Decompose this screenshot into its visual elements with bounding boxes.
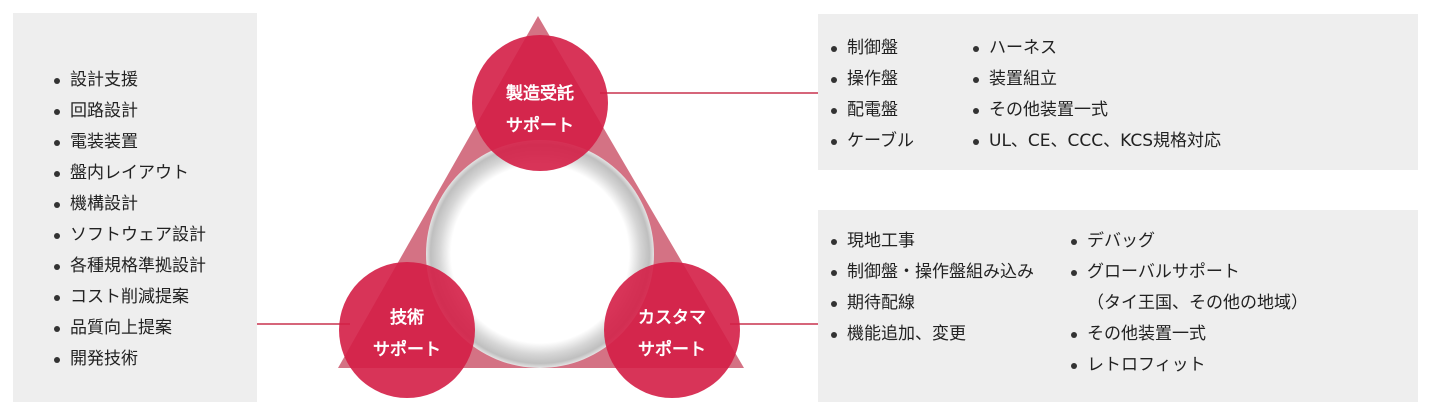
list-item: 品質向上提案 <box>53 313 206 344</box>
list-item: 制御盤 <box>830 33 914 64</box>
list-item: 各種規格準拠設計 <box>53 251 206 282</box>
list-item: 操作盤 <box>830 64 914 95</box>
circle-left: 技術 サポート <box>339 262 475 398</box>
circle-top-line1: 製造受託 <box>505 83 574 104</box>
circle-top: 製造受託 サポート <box>472 35 608 171</box>
customer-support-panel: 現地工事 制御盤・操作盤組み込み 期待配線 機能追加、変更 デバッグ グローバル… <box>818 210 1418 402</box>
circle-left-line1: 技術 <box>390 307 424 328</box>
circle-right-line2: サポート <box>638 339 706 360</box>
design-support-list: 設計支援 回路設計 電装装置 盤内レイアウト 機構設計 ソフトウェア設計 各種規… <box>53 65 206 375</box>
customer-list-col2: デバッグ グローバルサポート （タイ王国、その他の地域） その他装置一式 レトロ… <box>1070 226 1308 381</box>
manufacturing-list-col1: 制御盤 操作盤 配電盤 ケーブル <box>830 33 914 157</box>
circle-left-line2: サポート <box>373 339 441 360</box>
list-item: ハーネス <box>972 33 1221 64</box>
list-item: 期待配線 <box>830 288 1034 319</box>
list-item: 機構設計 <box>53 189 206 220</box>
manufacturing-list-col2: ハーネス 装置組立 その他装置一式 UL、CE、CCC、KCS規格対応 <box>972 33 1221 157</box>
circle-right-line1: カスタマ <box>638 308 706 328</box>
list-item: 開発技術 <box>53 344 206 375</box>
manufacturing-panel: 制御盤 操作盤 配電盤 ケーブル ハーネス 装置組立 その他装置一式 UL、CE… <box>818 14 1418 170</box>
list-item: レトロフィット <box>1070 350 1308 381</box>
list-item: 盤内レイアウト <box>53 158 206 189</box>
list-item: ソフトウェア設計 <box>53 220 206 251</box>
list-item: 回路設計 <box>53 96 206 127</box>
circle-top-line2: サポート <box>506 115 574 136</box>
list-item: 配電盤 <box>830 95 914 126</box>
list-item: 制御盤・操作盤組み込み <box>830 257 1034 288</box>
list-item: 電装装置 <box>53 127 206 158</box>
circle-right: カスタマ サポート <box>604 262 740 398</box>
customer-list-col1: 現地工事 制御盤・操作盤組み込み 期待配線 機能追加、変更 <box>830 226 1034 350</box>
list-item: その他装置一式 <box>972 95 1221 126</box>
list-item: 現地工事 <box>830 226 1034 257</box>
list-item: 装置組立 <box>972 64 1221 95</box>
list-item: 設計支援 <box>53 65 206 96</box>
list-item: ケーブル <box>830 126 914 157</box>
list-item: その他装置一式 <box>1070 319 1308 350</box>
list-item: UL、CE、CCC、KCS規格対応 <box>972 126 1221 157</box>
list-item-continuation: （タイ王国、その他の地域） <box>1087 293 1308 313</box>
list-item: コスト削減提案 <box>53 282 206 313</box>
list-item: 機能追加、変更 <box>830 319 1034 350</box>
list-item: グローバルサポート <box>1070 257 1308 288</box>
center-ring <box>426 140 654 368</box>
design-support-panel: 設計支援 回路設計 電装装置 盤内レイアウト 機構設計 ソフトウェア設計 各種規… <box>13 13 257 402</box>
list-item: デバッグ <box>1070 226 1308 257</box>
